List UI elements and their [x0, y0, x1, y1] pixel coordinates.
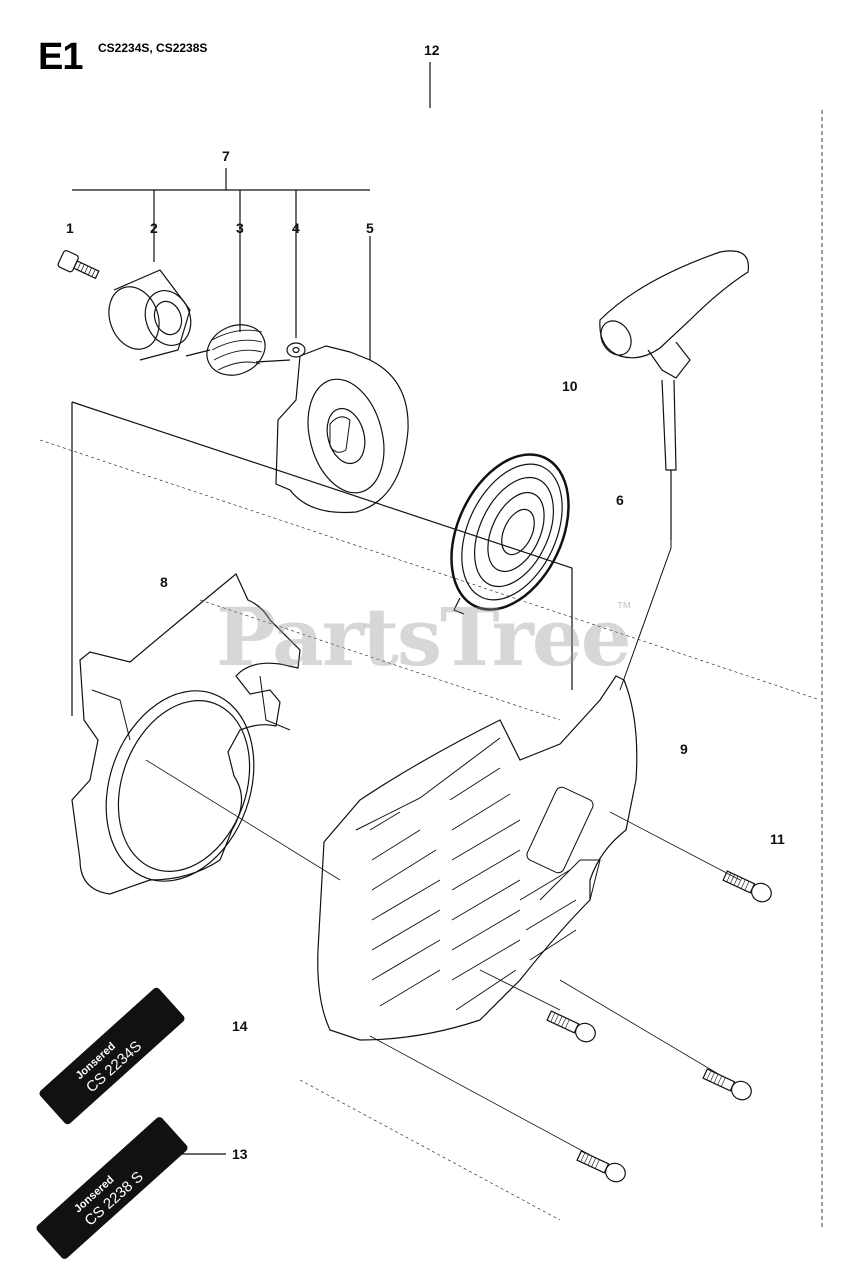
callout-12: 12 — [424, 42, 440, 58]
callout-2: 2 — [150, 220, 158, 236]
callout-3: 3 — [236, 220, 244, 236]
callout-4: 4 — [292, 220, 300, 236]
part-10-handle — [599, 250, 750, 540]
callout-8: 8 — [160, 574, 168, 590]
part-3-spring — [185, 324, 291, 376]
part-8-fan-cover — [71, 573, 301, 895]
callout-1: 1 — [66, 220, 74, 236]
part-9-housing — [317, 675, 638, 1041]
decal-13: Jonsered CS 2238 S — [36, 1117, 188, 1259]
callout-7: 7 — [222, 148, 230, 164]
watermark: PartsTree — [216, 590, 632, 684]
callout-10: 10 — [562, 378, 578, 394]
part-6-spring-cassette — [450, 453, 570, 615]
callout-13: 13 — [232, 1146, 248, 1162]
callout-6: 6 — [616, 492, 624, 508]
watermark-trademark: ™ — [616, 600, 632, 617]
part-2-hub — [108, 269, 192, 361]
assembly-outline — [71, 401, 573, 716]
sheet-code: E1 — [38, 36, 83, 78]
part-11-screws — [369, 811, 772, 1183]
callout-14: 14 — [232, 1018, 248, 1034]
callout-9: 9 — [680, 741, 688, 757]
part-5-disc — [275, 345, 409, 514]
callout-11: 11 — [770, 831, 785, 847]
callout-5: 5 — [366, 220, 374, 236]
leader-8 — [145, 759, 341, 881]
part-4-washer — [286, 342, 306, 358]
part-1-screw — [57, 250, 100, 280]
bracket-7 — [72, 168, 370, 338]
projection-lines — [39, 439, 821, 1221]
model-numbers: CS2234S, CS2238S — [98, 41, 208, 55]
decal-14: Jonsered CS 2234S — [39, 987, 185, 1125]
